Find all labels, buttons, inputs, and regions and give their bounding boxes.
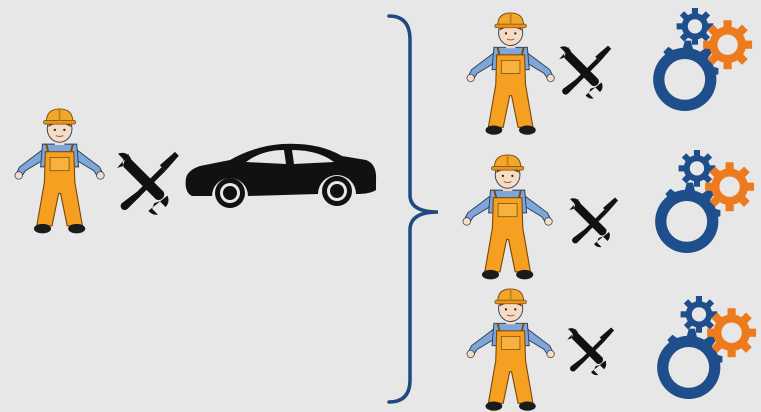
- gears-icon: [657, 296, 756, 399]
- car-icon: [186, 144, 376, 208]
- row-1: [467, 8, 752, 135]
- left-group: [15, 109, 376, 233]
- right-group: [463, 8, 756, 411]
- gears-icon: [655, 150, 754, 253]
- right-curly-brace: [389, 16, 438, 402]
- worker-icon: [467, 13, 554, 135]
- wrench-screwdriver-icon: [569, 198, 618, 248]
- wrench-screwdriver-icon: [567, 327, 614, 375]
- row-2: [463, 150, 754, 279]
- wrench-screwdriver-icon: [117, 152, 179, 215]
- row-3: [467, 289, 756, 411]
- worker-icon: [467, 289, 554, 411]
- wrench-screwdriver-icon: [559, 46, 611, 99]
- worker-icon: [463, 155, 552, 279]
- gears-icon: [653, 8, 752, 111]
- worker-icon: [15, 109, 104, 233]
